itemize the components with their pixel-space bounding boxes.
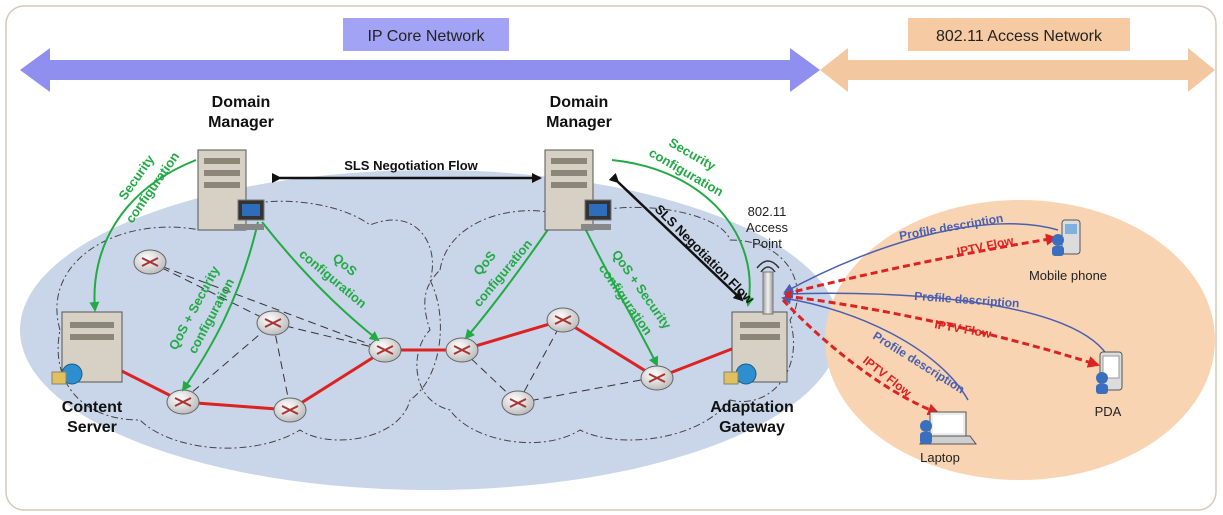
sls-negotiation-horizontal-label: SLS Negotiation Flow [344, 158, 478, 173]
router-icon [640, 365, 674, 391]
core-network-banner [343, 18, 509, 51]
qos-security-left-arrow [181, 221, 259, 392]
router-icon [133, 249, 167, 275]
primary-path [99, 318, 743, 412]
qos-config-right-arrow [464, 217, 557, 340]
content-server-label-line2: Server [67, 419, 117, 436]
adaptation-gateway-icon [723, 311, 788, 385]
profile-laptop-arrow [781, 294, 969, 401]
content-server-icon [51, 311, 123, 385]
access-network-arrow [820, 48, 1215, 92]
access-network-banner [908, 18, 1130, 51]
frame-border [5, 5, 1217, 511]
router-icon [368, 337, 402, 363]
domain-manager-left-label-line1: Domain [212, 94, 271, 111]
mesh-links [149, 261, 658, 408]
access-network-label: 802.11 Access Network [936, 28, 1103, 45]
access-point-label-line3: Point [752, 236, 782, 251]
iptv-pda-arrow [784, 294, 1100, 368]
pda-label: PDA [1095, 404, 1122, 419]
router-icon [445, 337, 479, 363]
core-network-label: IP Core Network [367, 28, 485, 45]
profile-pda-arrow [783, 288, 1111, 361]
routers [133, 249, 674, 423]
laptop-icon [919, 411, 977, 445]
access-point-icon [756, 260, 780, 315]
access-point-label-line1: 802.11 [748, 204, 787, 219]
domain-manager-left-label-line2: Manager [208, 114, 274, 131]
laptop-label: Laptop [920, 450, 960, 465]
iptv-mobile-arrow [784, 233, 1058, 296]
core-network-arrow [20, 48, 820, 92]
domain-manager-right-label-line2: Manager [546, 114, 612, 131]
profile-flows [781, 223, 1111, 401]
adaptation-gateway-label-line1: Adaptation [710, 399, 794, 416]
mobile-phone-label: Mobile phone [1029, 268, 1107, 283]
access-point-label-line2: Access [746, 220, 788, 235]
qos-config-left-arrow [261, 221, 380, 342]
security-config-left-arrow [89, 159, 197, 312]
router-icon [256, 310, 290, 336]
access-network-area [825, 200, 1215, 480]
router-icon [166, 389, 200, 415]
router-icon [273, 397, 307, 423]
profile-mobile-arrow [783, 223, 1059, 293]
mobile-phone-icon [1052, 219, 1081, 256]
domain-manager-right-label-line1: Domain [550, 94, 609, 111]
iptv-laptop-arrow [781, 298, 940, 416]
router-icon [501, 390, 535, 416]
domain-manager-right-server-icon [544, 149, 612, 231]
adaptation-gateway-label-line2: Gateway [719, 419, 785, 436]
pda-icon [1096, 351, 1123, 394]
router-icon [546, 307, 580, 333]
content-server-label-line1: Content [62, 399, 123, 416]
qos-security-right-arrow [579, 217, 659, 367]
iptv-flows [781, 233, 1100, 416]
sls-negotiation-diagonal-arrow [608, 172, 744, 302]
domain-manager-left-server-icon [197, 149, 265, 231]
